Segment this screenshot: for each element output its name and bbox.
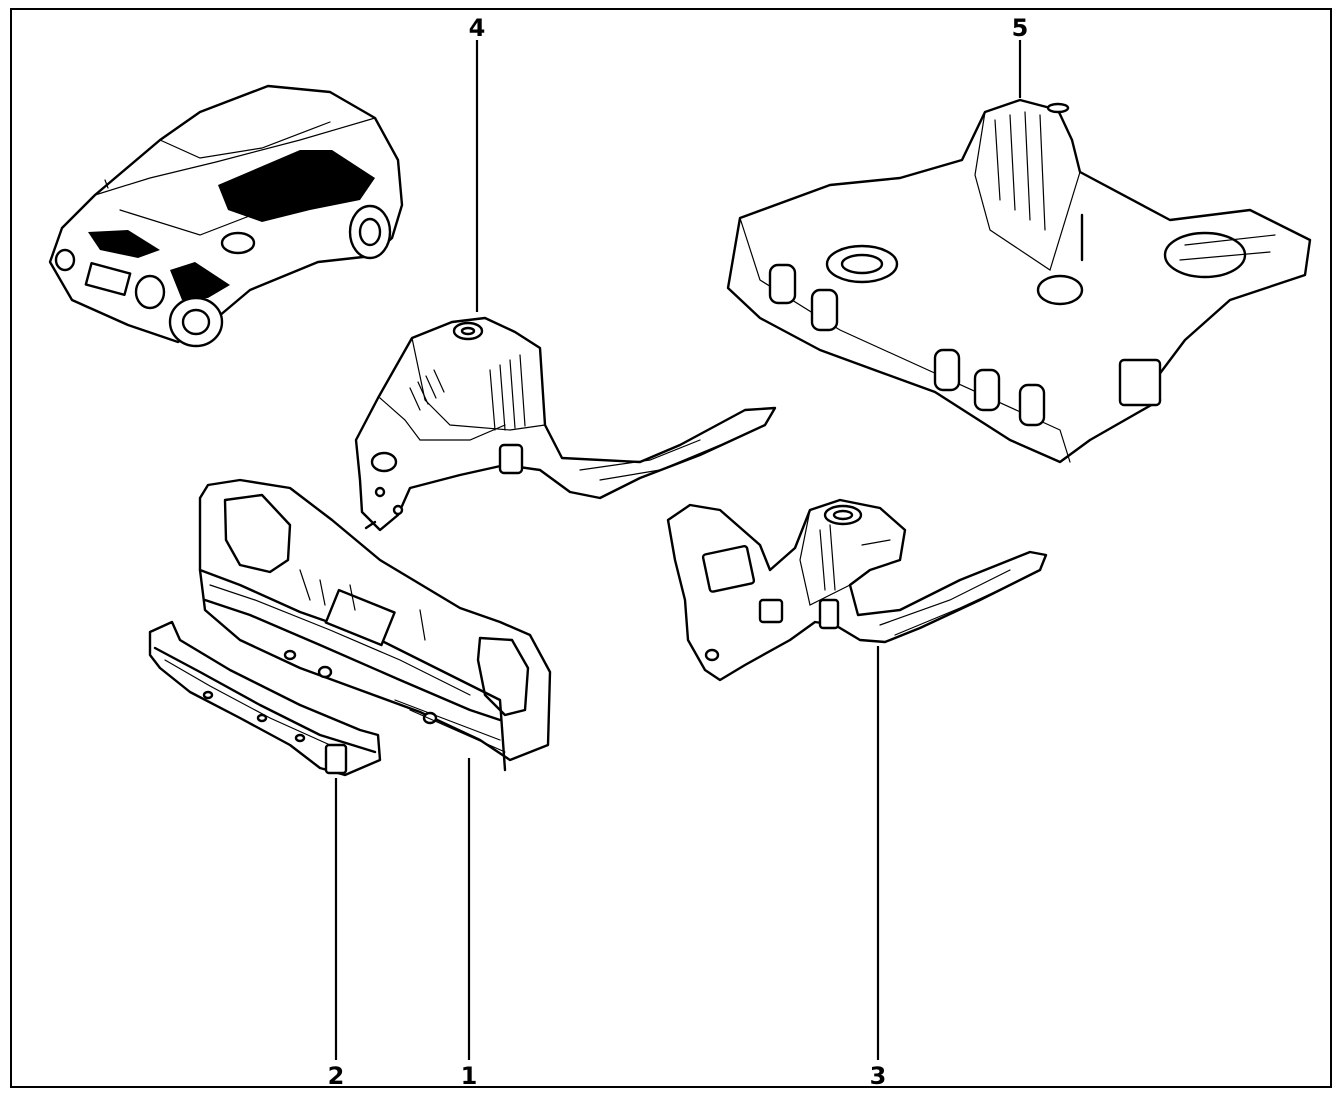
- right-front-side-member-icon: [666, 498, 1048, 682]
- front-panel-crossmember-icon: [198, 478, 552, 772]
- callout-1: 1: [460, 1062, 478, 1090]
- diagram-frame: [10, 8, 1332, 1088]
- callout-2: 2: [327, 1062, 345, 1090]
- left-front-side-member-icon: [354, 316, 777, 532]
- lower-crossmember-bar-icon: [148, 620, 382, 777]
- callout-3: 3: [869, 1062, 887, 1090]
- rear-floor-assembly-icon: [726, 98, 1312, 464]
- callout-4: 4: [468, 14, 486, 42]
- car-body-location-icon: [48, 84, 404, 348]
- callout-5: 5: [1011, 14, 1029, 42]
